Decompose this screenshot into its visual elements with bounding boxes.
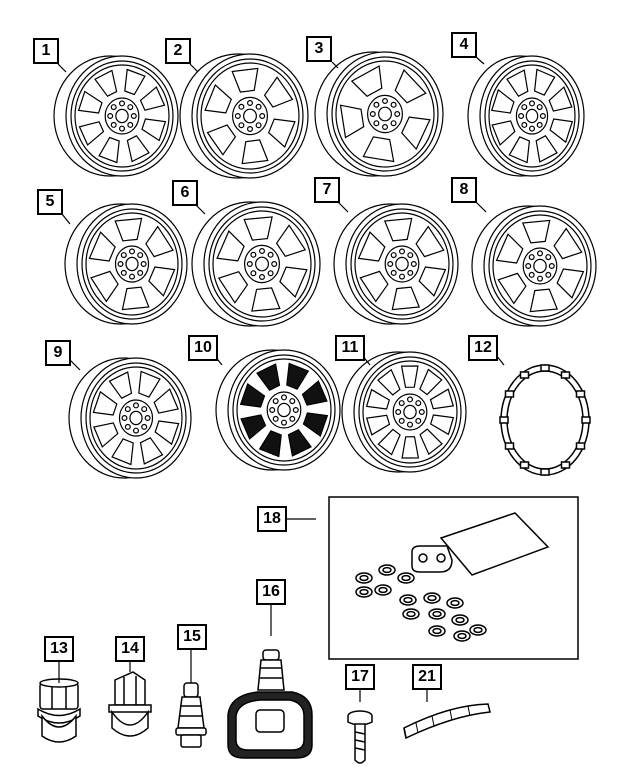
tpms-sensor-icon: [227, 649, 313, 759]
callout-label: 14: [121, 640, 139, 657]
callout-5: 5: [37, 189, 63, 215]
wheel-trim-ring-icon: [499, 364, 591, 476]
lug-nut-icon: [108, 671, 152, 737]
callout-18: 18: [257, 506, 287, 532]
alloy-wheel-icon: [64, 203, 188, 325]
callout-label: 9: [53, 344, 63, 361]
callout-11: 11: [335, 335, 365, 361]
screw-icon: [347, 710, 373, 764]
leader-lines: [57, 56, 505, 702]
callout-label: 2: [173, 42, 183, 59]
steel-wheel-icon: [179, 53, 309, 179]
steel-wheel-icon: [314, 51, 444, 177]
callout-21: 21: [412, 664, 442, 690]
callout-label: 10: [194, 339, 212, 356]
steel-wheel-icon: [53, 55, 179, 177]
callout-label: 7: [322, 181, 332, 198]
black-alloy-wheel-icon: [215, 349, 341, 471]
callout-14: 14: [115, 636, 145, 662]
hardware-kit-icon: [328, 496, 579, 660]
callout-13: 13: [44, 636, 74, 662]
callout-1: 1: [33, 38, 59, 64]
callout-label: 17: [351, 668, 369, 685]
callout-12: 12: [468, 335, 498, 361]
alloy-wheel-icon: [471, 205, 597, 327]
callout-9: 9: [45, 340, 71, 366]
alloy-wheel-icon: [467, 55, 585, 177]
callout-6: 6: [172, 180, 198, 206]
callout-17: 17: [345, 664, 375, 690]
alloy-wheel-icon: [333, 203, 459, 325]
wheel-weight-icon: [403, 703, 491, 740]
callout-10: 10: [188, 335, 218, 361]
callout-label: 5: [45, 193, 55, 210]
callout-label: 4: [459, 36, 469, 53]
callout-8: 8: [451, 177, 477, 203]
callout-2: 2: [165, 38, 191, 64]
alloy-wheel-icon: [341, 351, 467, 473]
valve-stem-icon: [175, 682, 207, 748]
callout-label: 21: [418, 668, 436, 685]
callout-label: 8: [459, 181, 469, 198]
callout-15: 15: [177, 624, 207, 650]
callout-7: 7: [314, 177, 340, 203]
callout-4: 4: [451, 32, 477, 58]
callout-label: 6: [180, 184, 190, 201]
callout-3: 3: [306, 36, 332, 62]
callout-label: 13: [50, 640, 68, 657]
callout-label: 16: [262, 583, 280, 600]
lug-nut-icon: [37, 678, 81, 743]
alloy-wheel-icon: [68, 357, 192, 479]
callout-label: 15: [183, 628, 201, 645]
callout-16: 16: [256, 579, 286, 605]
callout-label: 12: [474, 339, 492, 356]
alloy-wheel-icon: [191, 201, 321, 327]
callout-label: 18: [263, 510, 281, 527]
callout-label: 1: [41, 42, 51, 59]
callout-label: 3: [314, 40, 324, 57]
callout-label: 11: [341, 339, 359, 356]
